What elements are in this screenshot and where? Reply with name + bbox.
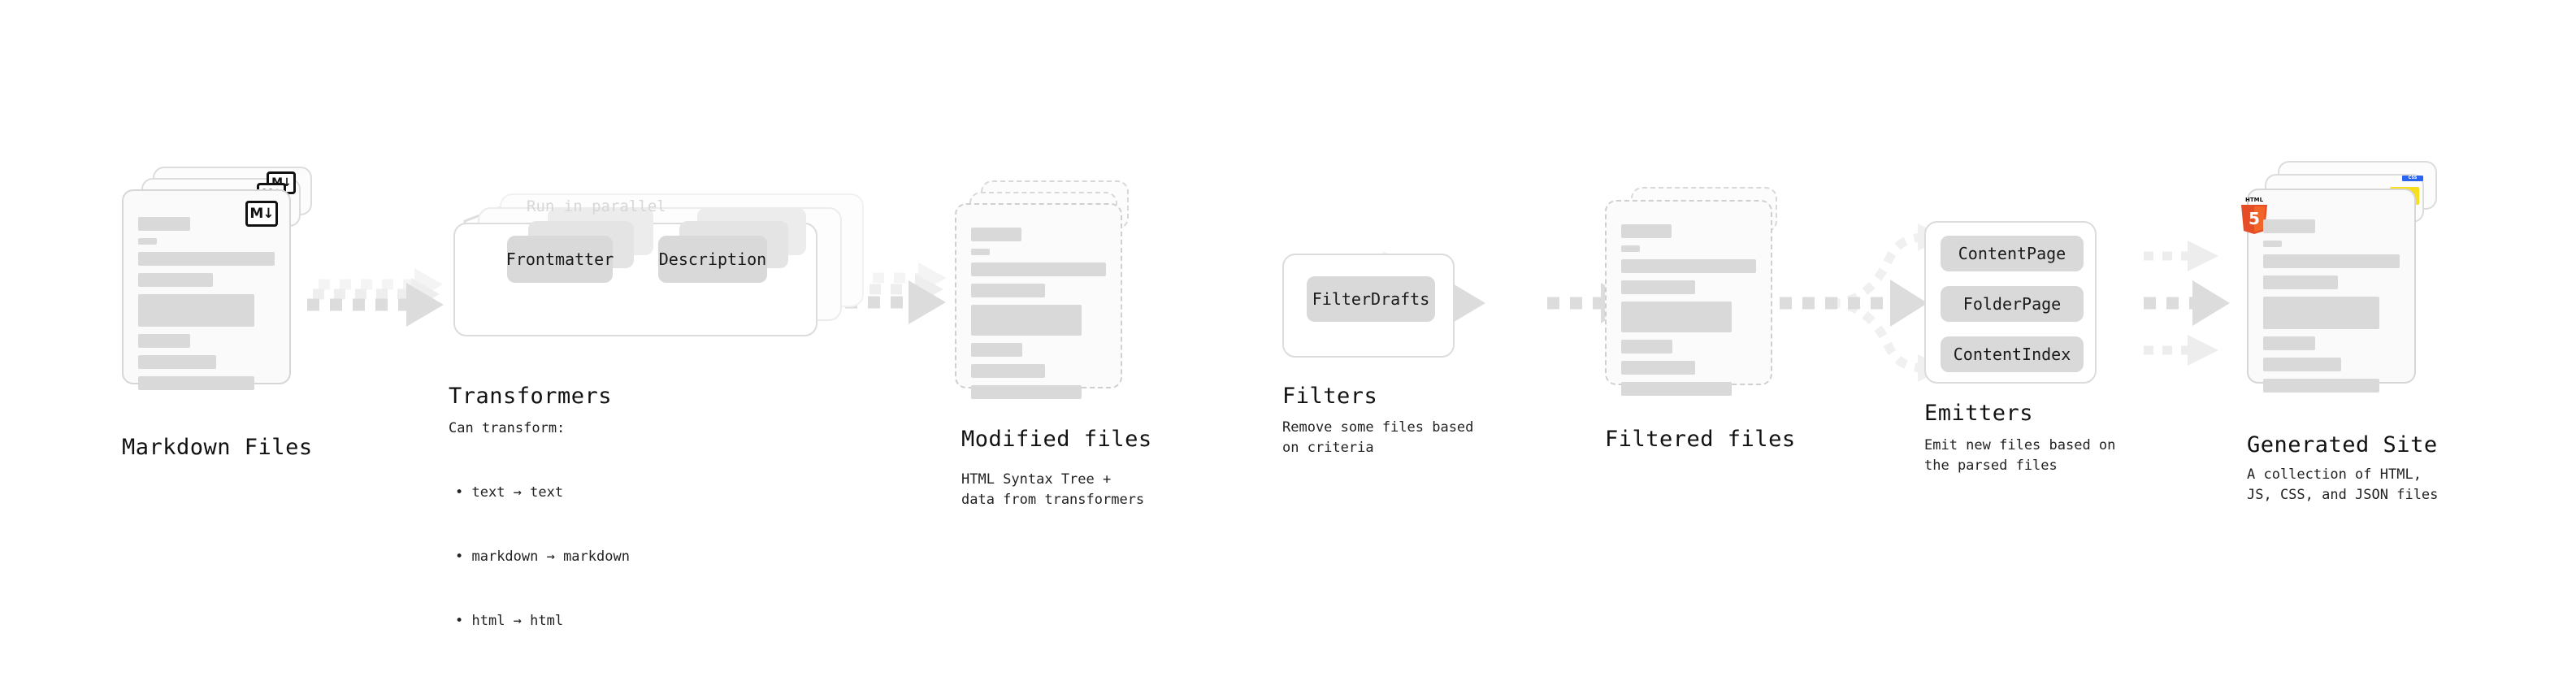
filters-group-box: FilterDrafts — [1282, 254, 1455, 358]
html5-badge-number: 5 — [2249, 209, 2260, 228]
connector-emitters-to-site — [2144, 241, 2230, 366]
stage-title-transformers: Transformers — [449, 384, 613, 409]
bullet-markdown-to-markdown: • markdown → markdown — [455, 548, 630, 565]
modified-document-card — [955, 203, 1122, 399]
bullet-html-to-html: • html → html — [455, 612, 564, 629]
emitters-group-box: ContentPage FolderPage ContentIndex — [1924, 221, 2097, 384]
markdown-document-card: M↓ — [122, 189, 291, 390]
connector-filtered-to-emitters — [1780, 223, 1945, 382]
emitters-subtitle: Emit new files based on the parsed files — [1924, 437, 2116, 474]
document-content-lines — [138, 217, 275, 397]
generated-site-card: HTML 5 — [2241, 189, 2416, 393]
filtered-document-card — [1605, 200, 1772, 396]
bullet-text-to-text: • text → text — [455, 484, 564, 501]
chip-contentpage[interactable]: ContentPage — [1941, 236, 2084, 271]
document-content-lines — [971, 228, 1106, 406]
connector-markdown-to-transformers — [307, 268, 444, 327]
run-in-parallel-label: Run in parallel — [527, 197, 666, 215]
stage-title-modified-files: Modified files — [961, 427, 1152, 452]
document-content-lines — [1621, 224, 1756, 403]
html5-badge-wordmark: HTML — [2245, 197, 2264, 203]
stage-title-emitters: Emitters — [1924, 401, 2034, 426]
chip-folderpage[interactable]: FolderPage — [1941, 286, 2084, 322]
transformers-subtitle: Can transform: — [449, 420, 566, 436]
filters-subtitle: Remove some files based on criteria — [1282, 419, 1474, 456]
modified-files-subtitle: HTML Syntax Tree + data from transformer… — [961, 471, 1145, 508]
chip-description[interactable]: Description — [658, 236, 767, 283]
generated-site-subtitle: A collection of HTML, JS, CSS, and JSON … — [2247, 466, 2439, 503]
transformers-bullet-list: • text → text • markdown → markdown • ht… — [455, 439, 630, 674]
chip-frontmatter[interactable]: Frontmatter — [506, 236, 614, 283]
html5-badge-svg: HTML 5 — [2241, 197, 2267, 234]
chip-filterdrafts[interactable]: FilterDrafts — [1307, 276, 1435, 322]
stage-title-filtered-files: Filtered files — [1605, 427, 1796, 452]
document-content-lines — [2263, 219, 2400, 400]
stage-title-markdown-files: Markdown Files — [122, 435, 313, 460]
css3-badge: CSS — [2402, 176, 2423, 181]
markdown-badge-front: M↓ — [245, 201, 278, 227]
stage-title-generated-site: Generated Site — [2247, 432, 2438, 458]
chip-contentindex[interactable]: ContentIndex — [1941, 336, 2084, 372]
html5-badge: HTML 5 — [2237, 195, 2271, 234]
stage-title-filters: Filters — [1282, 384, 1378, 409]
